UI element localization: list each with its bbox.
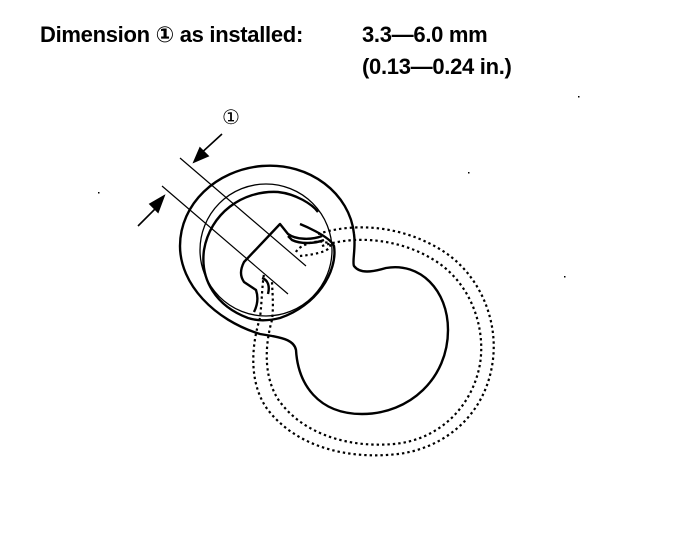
dimension-value-in: (0.13—0.24 in.) xyxy=(362,54,512,79)
scan-specks xyxy=(98,96,580,278)
dimension-callout: ① xyxy=(222,105,240,129)
ring-outline-solid xyxy=(178,164,450,416)
dimension-extension-lines xyxy=(161,157,307,295)
dimension-spec: Dimension ① as installed: 3.3—6.0 mm (0.… xyxy=(40,22,640,82)
dimension-label: Dimension ① as installed: xyxy=(40,22,303,47)
ring-end-gap xyxy=(239,222,325,313)
dimension-value-mm: 3.3—6.0 mm xyxy=(362,22,488,47)
dimension-arrows xyxy=(137,133,223,227)
